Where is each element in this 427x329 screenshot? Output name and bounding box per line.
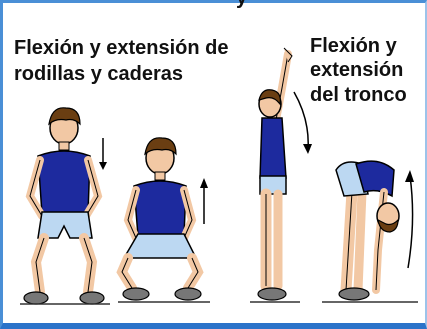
shirt-1 bbox=[37, 150, 91, 215]
caption-knee-hip-line2: rodillas y caderas bbox=[14, 63, 183, 85]
hair-4 bbox=[377, 218, 399, 233]
shirt-4 bbox=[355, 160, 395, 198]
shoe-1b bbox=[79, 291, 105, 305]
figure-bent-forward bbox=[322, 160, 418, 303]
shoe-1a bbox=[23, 291, 49, 305]
caption-knee-hip-line1: Flexión y extensión de bbox=[14, 37, 229, 59]
caption-trunk-line3: del tronco bbox=[310, 84, 407, 106]
down-arrow-icon bbox=[99, 138, 107, 170]
figure-squatting bbox=[116, 137, 210, 303]
cropped-title-fragment: y bbox=[236, 0, 247, 8]
shoe-3 bbox=[257, 287, 287, 301]
caption-trunk-line1: Flexión y bbox=[310, 35, 397, 57]
shirt-3 bbox=[259, 117, 287, 179]
up-arrow-icon bbox=[200, 178, 208, 224]
hair-2 bbox=[144, 137, 177, 156]
curved-up-arrow-icon bbox=[405, 170, 414, 269]
shoe-2b bbox=[174, 287, 202, 301]
curved-down-arrow-icon bbox=[293, 91, 312, 154]
shoe-2a bbox=[122, 287, 150, 301]
figure-arm-raised bbox=[250, 47, 312, 303]
shoe-4 bbox=[338, 287, 370, 301]
caption-trunk-line2: extensión bbox=[310, 59, 404, 81]
shirt-2 bbox=[133, 180, 187, 237]
figure-standing-knees bbox=[20, 107, 110, 305]
hair-3 bbox=[258, 89, 281, 106]
hair-1 bbox=[48, 107, 81, 126]
